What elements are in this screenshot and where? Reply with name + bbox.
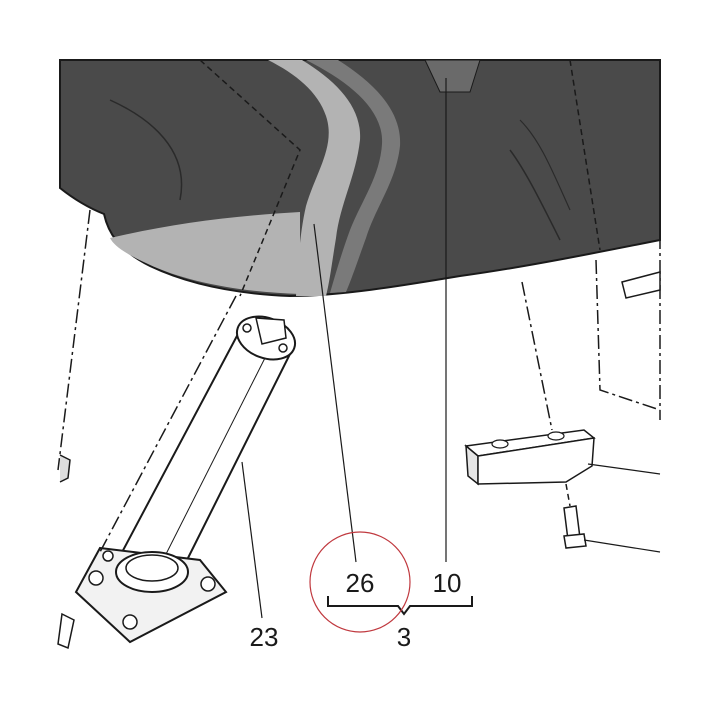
leader-26 bbox=[313, 223, 357, 563]
seat-crease-line bbox=[509, 149, 561, 241]
base-hole-3 bbox=[122, 614, 138, 630]
highlight-circle bbox=[309, 531, 411, 633]
base-bolt-left bbox=[57, 612, 75, 650]
seat-fold-line bbox=[109, 99, 183, 201]
seat-light-stripe-lower bbox=[110, 212, 300, 294]
frame-dashed-outline bbox=[595, 60, 661, 420]
callout-23: 23 bbox=[250, 622, 279, 652]
block-hole-2 bbox=[547, 431, 565, 441]
tube-part bbox=[57, 295, 297, 650]
tube-highlight-line bbox=[159, 347, 271, 567]
seat-dashed-edge bbox=[199, 59, 301, 297]
assembly-line-block bbox=[521, 281, 553, 431]
seat-crease-line-2 bbox=[519, 119, 571, 211]
seat-cover-part bbox=[59, 59, 661, 298]
assembly-line-screw bbox=[565, 483, 571, 507]
leader-screw bbox=[583, 539, 661, 553]
base-hole-1 bbox=[88, 570, 104, 586]
tube-top-fitting bbox=[255, 317, 287, 345]
assembly-line-tube bbox=[99, 295, 237, 553]
seat-logo-mark bbox=[424, 59, 481, 93]
base-hole-4 bbox=[102, 550, 114, 562]
assembly-line-left bbox=[57, 209, 91, 471]
block-side bbox=[477, 437, 595, 485]
callout-3: 3 bbox=[397, 622, 411, 652]
leader-block bbox=[587, 463, 661, 475]
callout-10: 10 bbox=[433, 568, 462, 598]
tube-top-screw-2 bbox=[278, 343, 288, 353]
tube-top-screw bbox=[242, 323, 252, 333]
base-collar-inner bbox=[125, 554, 179, 582]
partial-bolt-left bbox=[59, 454, 71, 483]
small-bracket-tab bbox=[621, 271, 661, 299]
seat-dashed-edge-right bbox=[569, 59, 601, 251]
tube-body bbox=[118, 332, 294, 576]
mounting-block-part bbox=[464, 281, 661, 553]
assembly-bracket bbox=[327, 596, 473, 616]
base-hole-2 bbox=[200, 576, 216, 592]
leader-23 bbox=[241, 461, 263, 619]
seat-light-stripe bbox=[268, 60, 361, 296]
callout-26: 26 bbox=[346, 568, 375, 598]
screw-head bbox=[563, 533, 587, 549]
block-hole-1 bbox=[491, 439, 509, 449]
seat-mid-stripe bbox=[306, 60, 401, 293]
